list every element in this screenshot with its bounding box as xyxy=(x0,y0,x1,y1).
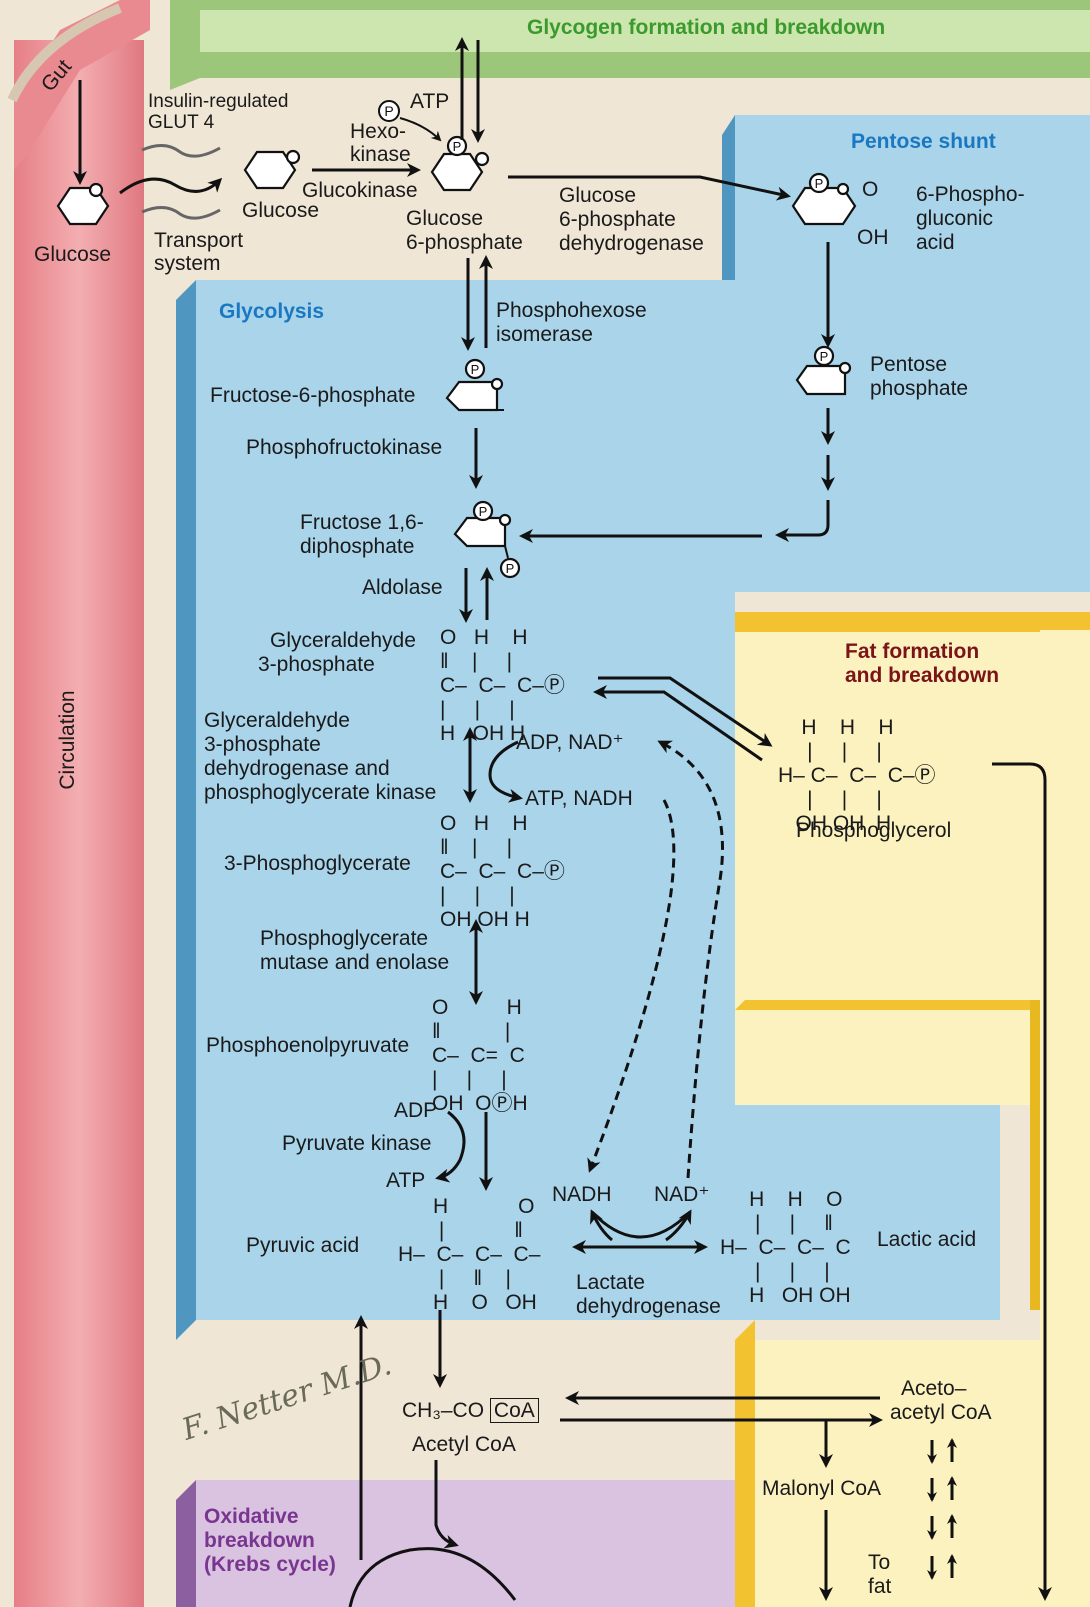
g3p-label-2: 3-phosphate xyxy=(258,653,375,676)
pep-label: Phosphoenolpyruvate xyxy=(206,1034,410,1057)
glycogen-panel xyxy=(170,0,1090,90)
glucose-cell-label: Glucose xyxy=(242,199,320,222)
f16-label-2: diphosphate xyxy=(300,535,415,558)
nadh-label: NADH xyxy=(552,1183,612,1206)
g3pd-label-4: phosphoglycerate kinase xyxy=(204,781,437,804)
g3pd-label-1: Glyceraldehyde xyxy=(204,709,350,732)
lactic-structure: H H O | | ‖ H– C– C– C | | | H OH OH xyxy=(720,1188,851,1307)
circulation-vessel xyxy=(7,0,150,1607)
p-atp xyxy=(378,100,400,122)
g6pd-label-3: dehydrogenase xyxy=(559,232,704,255)
svg-text:P: P xyxy=(506,561,515,576)
glucose-ring-cell xyxy=(243,149,301,190)
header-fat-1: Fat formation xyxy=(845,640,980,663)
to-fat-label-1: To xyxy=(868,1551,891,1574)
adp-label: ADP xyxy=(394,1099,438,1122)
pentose-phosphate-label-2: phosphate xyxy=(870,377,969,400)
pgluconate-o: O xyxy=(862,178,879,201)
header-glycolysis: Glycolysis xyxy=(219,300,325,323)
svg-text:P: P xyxy=(820,349,829,364)
header-ox-2: breakdown xyxy=(204,1529,315,1552)
transport-label-2: system xyxy=(154,252,221,275)
f16-label-1: Fructose 1,6- xyxy=(300,511,424,534)
glucose-blood-label: Glucose xyxy=(34,243,112,266)
pgluconate-label-3: acid xyxy=(916,231,955,254)
ldh-label-2: dehydrogenase xyxy=(576,1295,721,1318)
phi-label-2: isomerase xyxy=(496,323,593,346)
3pg-label: 3-Phosphoglycerate xyxy=(224,852,411,875)
phosphoglycerol-structure: H H H | | | H– C– C– C–Ⓟ | | | OH OH H xyxy=(778,716,936,835)
g3pd-label-2: 3-phosphate xyxy=(204,733,321,756)
coa-box: CoA xyxy=(489,1398,539,1423)
f6p-ring xyxy=(445,358,504,412)
g3p-label-1: Glyceraldehyde xyxy=(270,629,416,652)
acetoacetyl-label-1: Aceto– xyxy=(901,1377,967,1400)
aldolase-label: Aldolase xyxy=(362,576,443,599)
pgluconate-label-2: gluconic xyxy=(916,207,994,230)
lactic-label: Lactic acid xyxy=(877,1228,977,1251)
pyruvic-structure: H O | ‖ H– C– C– C– | ‖ | H O OH xyxy=(398,1195,541,1314)
header-ox-1: Oxidative xyxy=(204,1505,299,1528)
glycolysis-panel xyxy=(176,280,1000,1340)
g6p-label-1: Glucose xyxy=(406,207,484,230)
phosphoglycerol-label: Phosphoglycerol xyxy=(796,819,952,842)
transport-label-1: Transport xyxy=(154,229,244,252)
pyruvate-kinase-label: Pyruvate kinase xyxy=(282,1132,432,1155)
g3p-structure: O H H ‖ | | C– C– C–Ⓟ | | | H OH H xyxy=(440,626,565,745)
nad-plus-label: NAD⁺ xyxy=(654,1183,710,1206)
glucokinase-label: Glucokinase xyxy=(302,179,418,202)
ldh-label-1: Lactate xyxy=(576,1271,645,1294)
pgluconate-ring xyxy=(791,172,857,226)
transport-arrow xyxy=(119,177,223,195)
pentose-panel xyxy=(722,115,1090,612)
g6p-label-2: 6-phosphate xyxy=(406,231,523,254)
glucose-ring-blood xyxy=(56,182,110,226)
atp-top-label: ATP xyxy=(410,90,450,113)
circulation-label: Circulation xyxy=(56,690,79,790)
svg-text:P: P xyxy=(479,504,488,519)
g6p-ring xyxy=(430,135,490,192)
atp-nadh-label: ATP, NADH xyxy=(525,787,633,810)
pfk-label: Phosphofructokinase xyxy=(246,436,443,459)
svg-text:P: P xyxy=(384,103,393,119)
f6p-label: Fructose-6-phosphate xyxy=(210,384,416,407)
acetyl-formula: CH₃–CO CoA xyxy=(402,1398,539,1423)
insulin-label-2: GLUT 4 xyxy=(148,112,215,133)
pep-structure: O H ‖ | C– C= C | | | OH OⓅH xyxy=(432,996,528,1115)
header-glycogen: Glycogen formation and breakdown xyxy=(527,16,886,39)
header-pentose: Pentose shunt xyxy=(851,130,996,153)
svg-text:P: P xyxy=(471,362,480,377)
pentose-phosphate-label-1: Pentose xyxy=(870,353,948,376)
pyruvic-label: Pyruvic acid xyxy=(246,1234,360,1257)
hexokinase-label-1: Hexo- xyxy=(350,120,407,143)
hexokinase-label-2: kinase xyxy=(350,143,411,166)
atp-label: ATP xyxy=(386,1169,426,1192)
malonyl-label: Malonyl CoA xyxy=(762,1477,882,1500)
phi-label-1: Phosphohexose xyxy=(496,299,647,322)
pgluconate-label-1: 6-Phospho- xyxy=(916,183,1025,206)
acetyl-coa-label: Acetyl CoA xyxy=(412,1433,516,1456)
3pg-structure: O H H ‖ | | C– C– C–Ⓟ | | | OH OH H xyxy=(440,812,565,931)
header-ox-3: (Krebs cycle) xyxy=(204,1553,336,1576)
pentose-ring xyxy=(795,345,852,396)
acetyl-ch3co: CH₃–CO xyxy=(402,1399,485,1422)
f16-ring xyxy=(453,500,521,579)
g6pd-label-1: Glucose xyxy=(559,184,637,207)
insulin-label-1: Insulin-regulated xyxy=(148,91,289,112)
pgluconate-oh: OH xyxy=(857,226,889,249)
adp-nad-label: ADP, NAD⁺ xyxy=(516,731,624,754)
g6pd-label-2: 6-phosphate xyxy=(559,208,676,231)
acetoacetyl-label-2: acetyl CoA xyxy=(890,1401,992,1424)
svg-text:P: P xyxy=(453,139,462,154)
pgm-label-1: Phosphoglycerate xyxy=(260,927,429,950)
oxidative-panel xyxy=(176,1480,735,1607)
to-fat-label-2: fat xyxy=(868,1575,892,1598)
pgm-label-2: mutase and enolase xyxy=(260,951,450,974)
svg-text:P: P xyxy=(815,176,824,191)
fat-panel xyxy=(735,612,1090,1607)
header-fat-2: and breakdown xyxy=(845,664,1000,687)
g3pd-label-3: dehydrogenase and xyxy=(204,757,390,780)
